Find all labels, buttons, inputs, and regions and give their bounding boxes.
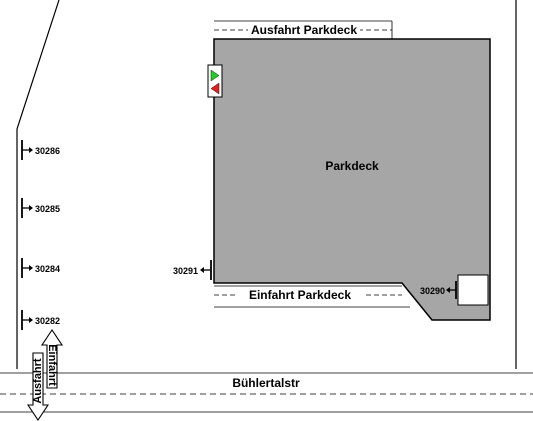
camera-id-label: 30286 bbox=[35, 146, 60, 156]
entry-parkdeck-label: Einfahrt Parkdeck bbox=[249, 288, 351, 302]
site-exit-arrow: Ausfahrt bbox=[26, 352, 50, 421]
parkdeck-label: Parkdeck bbox=[325, 159, 379, 173]
camera-30285: 30285 bbox=[21, 198, 60, 218]
camera-id-label: 30291 bbox=[173, 266, 198, 276]
site-boundary bbox=[16, 0, 517, 369]
site-exit-label: Ausfahrt bbox=[32, 358, 44, 404]
traffic-signal bbox=[207, 64, 223, 98]
street-label: Bühlertalstr bbox=[232, 376, 300, 390]
parkdeck-building bbox=[213, 38, 491, 321]
entry-parkdeck-lane: Einfahrt Parkdeck bbox=[214, 285, 410, 308]
camera-id-label: 30284 bbox=[35, 264, 60, 274]
camera-30290: 30290 bbox=[420, 281, 457, 299]
camera-30284: 30284 bbox=[21, 258, 60, 278]
camera-30291: 30291 bbox=[173, 260, 212, 280]
camera-id-label: 30290 bbox=[420, 286, 445, 296]
camera-id-label: 30282 bbox=[35, 316, 60, 326]
site-entry-label: Einfahrt bbox=[46, 344, 58, 386]
site-entry-arrow: Einfahrt bbox=[40, 329, 64, 389]
green-arrow-icon bbox=[210, 69, 220, 82]
ticket-machine-box bbox=[457, 274, 489, 306]
camera-id-label: 30285 bbox=[35, 204, 60, 214]
exit-parkdeck-label: Ausfahrt Parkdeck bbox=[251, 23, 357, 37]
camera-30286: 30286 bbox=[21, 140, 60, 160]
red-arrow-icon bbox=[210, 82, 220, 95]
exit-parkdeck-lane: Ausfahrt Parkdeck bbox=[214, 20, 393, 39]
street: Bühlertalstr bbox=[0, 372, 533, 413]
camera-30282: 30282 bbox=[21, 310, 60, 330]
